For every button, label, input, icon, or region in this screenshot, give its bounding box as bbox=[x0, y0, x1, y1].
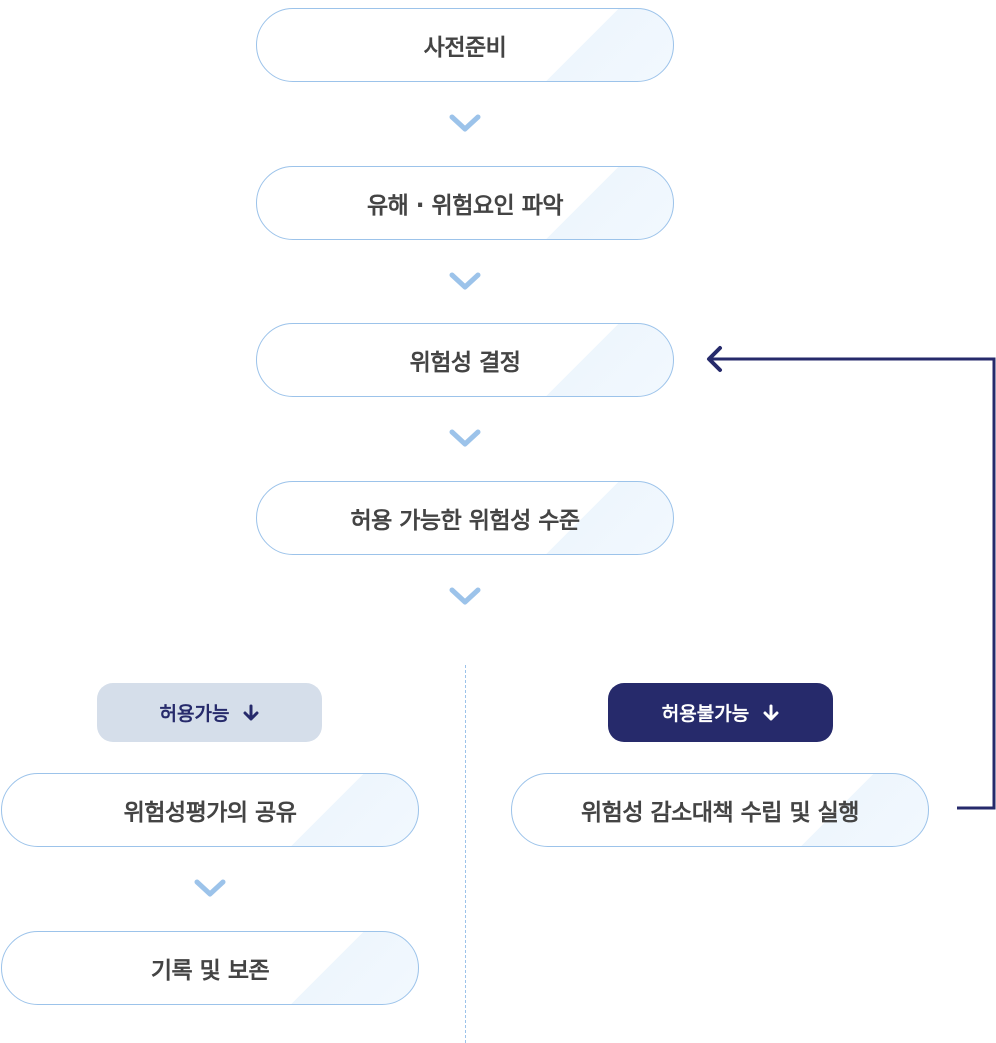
acceptable-label: 허용가능 bbox=[159, 703, 230, 725]
step-acceptable-risk-level: 허용 가능한 위험성 수준 bbox=[256, 481, 674, 555]
divider bbox=[465, 665, 466, 1043]
arrow-down-icon bbox=[243, 704, 259, 720]
chevron-down-icon bbox=[449, 114, 481, 132]
step-risk-reduction: 위험성 감소대책 수립 및 실행 bbox=[511, 773, 929, 847]
arrow-down-icon bbox=[763, 704, 779, 720]
unacceptable-badge: 허용불가능 bbox=[608, 683, 833, 742]
chevron-down-icon bbox=[194, 879, 226, 897]
step-share-assessment: 위험성평가의 공유 bbox=[1, 773, 419, 847]
feedback-arrow bbox=[707, 346, 996, 810]
chevron-down-icon bbox=[449, 272, 481, 290]
chevron-down-icon bbox=[449, 429, 481, 447]
step-risk-determination: 위험성 결정 bbox=[256, 323, 674, 397]
chevron-down-icon bbox=[449, 587, 481, 605]
step-preparation: 사전준비 bbox=[256, 8, 674, 82]
step-record-keeping: 기록 및 보존 bbox=[1, 931, 419, 1005]
unacceptable-label: 허용불가능 bbox=[661, 703, 750, 725]
acceptable-badge: 허용가능 bbox=[97, 683, 322, 742]
step-hazard-identification: 유해 · 위험요인 파악 bbox=[256, 166, 674, 240]
